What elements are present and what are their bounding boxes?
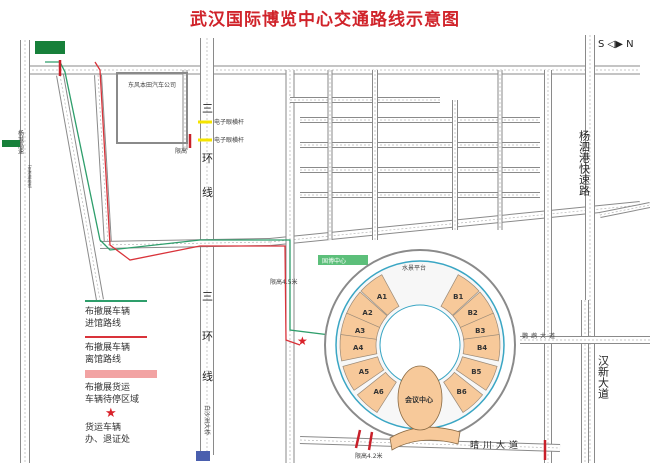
hall-label: A6 (374, 388, 384, 396)
compass-north: N (626, 39, 634, 50)
map-title: 武汉国际博览中心交通路线示意图 (190, 10, 460, 30)
road-segment (599, 204, 650, 216)
height-bar (354, 429, 362, 449)
hall-label: B2 (468, 309, 478, 317)
hall-label: B4 (477, 344, 487, 352)
legend-star-text: 货运车辆办、退证处 (85, 423, 131, 445)
baishazhou-label: 白沙洲大桥 (203, 405, 211, 435)
compass-arrow-icon: ◁▶ (607, 39, 623, 50)
highway-sign (35, 41, 65, 54)
yangsigang-label: 杨泗港快速路 (578, 129, 591, 197)
legend-entry-line (85, 300, 147, 302)
height-limit-label: 限高 (175, 147, 187, 155)
sanhuan-label: 环 (202, 330, 213, 343)
compass-south: S (598, 39, 605, 50)
legend-entry-text: 布撤展车辆进馆路线 (85, 307, 131, 329)
exit-route (94, 61, 301, 346)
height-limit-45-label: 限高4.5米 (270, 278, 298, 286)
hall-label: B5 (471, 368, 481, 376)
left-highway-sub: (京港澳高速) (28, 165, 33, 189)
hanxin-label: 汉新大道 (597, 355, 610, 399)
legend-waiting-swatch (85, 370, 157, 378)
hall-label: A2 (362, 309, 372, 317)
guobo-center-area (318, 255, 368, 265)
height-limit-42-label: 限高4.2米 (355, 452, 383, 460)
conference-band (389, 426, 461, 451)
bridge-marker (196, 451, 210, 461)
compass: S ◁▶ N (598, 39, 634, 50)
hall-label: A4 (353, 344, 363, 352)
road-segment (57, 74, 103, 301)
hall-label: A1 (377, 293, 387, 301)
guobo-label: 国博中心 (322, 257, 346, 265)
conference-label: 会议中心 (405, 395, 433, 404)
road-segment (99, 241, 271, 246)
road-segment (299, 439, 561, 449)
dongfeng-block (116, 72, 188, 144)
hall-a5 (342, 356, 385, 391)
hall-b6 (443, 371, 484, 413)
legend-exit-line (85, 336, 147, 338)
yingwu-label: 鹦鹉大道 (522, 332, 558, 340)
sanhuan-label: 线 (202, 185, 213, 199)
sanhuan-label: 线 (202, 369, 213, 383)
legend: 布撤展车辆进馆路线 布撤展车辆离馆路线 布撤展货运车辆待停区域 ★ 货运车辆办、… (75, 298, 175, 446)
height-bar (367, 431, 374, 451)
dongfeng-label: 东风本田汽车公司 (128, 81, 176, 89)
camera-label-2: 电子眼横杆 (214, 136, 244, 144)
sanhuan-label: 环 (202, 152, 213, 165)
entry-route (45, 61, 331, 336)
legend-exit-text: 布撤展车辆离馆路线 (85, 343, 131, 365)
hall-a4 (339, 334, 378, 362)
road-segment (97, 74, 109, 246)
hall-label: A5 (359, 368, 369, 376)
highway-sign (2, 140, 20, 147)
hall-label: B1 (453, 293, 463, 301)
hall-b1 (440, 274, 480, 316)
water-platform-label: 水景平台 (402, 264, 426, 272)
hall-b5 (455, 356, 498, 391)
hall-b4 (462, 334, 501, 362)
sanhuan-label: 三 (202, 102, 213, 115)
camera-label-1: 电子眼横杆 (214, 118, 244, 126)
conference-center (397, 365, 443, 431)
sanhuan-label: 三 (202, 290, 213, 303)
qingchuan-label: 晴川大道 (470, 439, 522, 451)
hall-a6 (356, 371, 397, 413)
permit-office-star: ★ (297, 334, 308, 348)
hall-label: B3 (475, 327, 485, 335)
hall-a2 (345, 291, 388, 329)
legend-star-icon: ★ (105, 406, 117, 421)
hall-label: A3 (355, 327, 365, 335)
hall-a1 (360, 274, 400, 316)
hall-label: B6 (456, 388, 466, 396)
legend-waiting-text: 布撤展货运车辆待停区域 (85, 383, 140, 405)
